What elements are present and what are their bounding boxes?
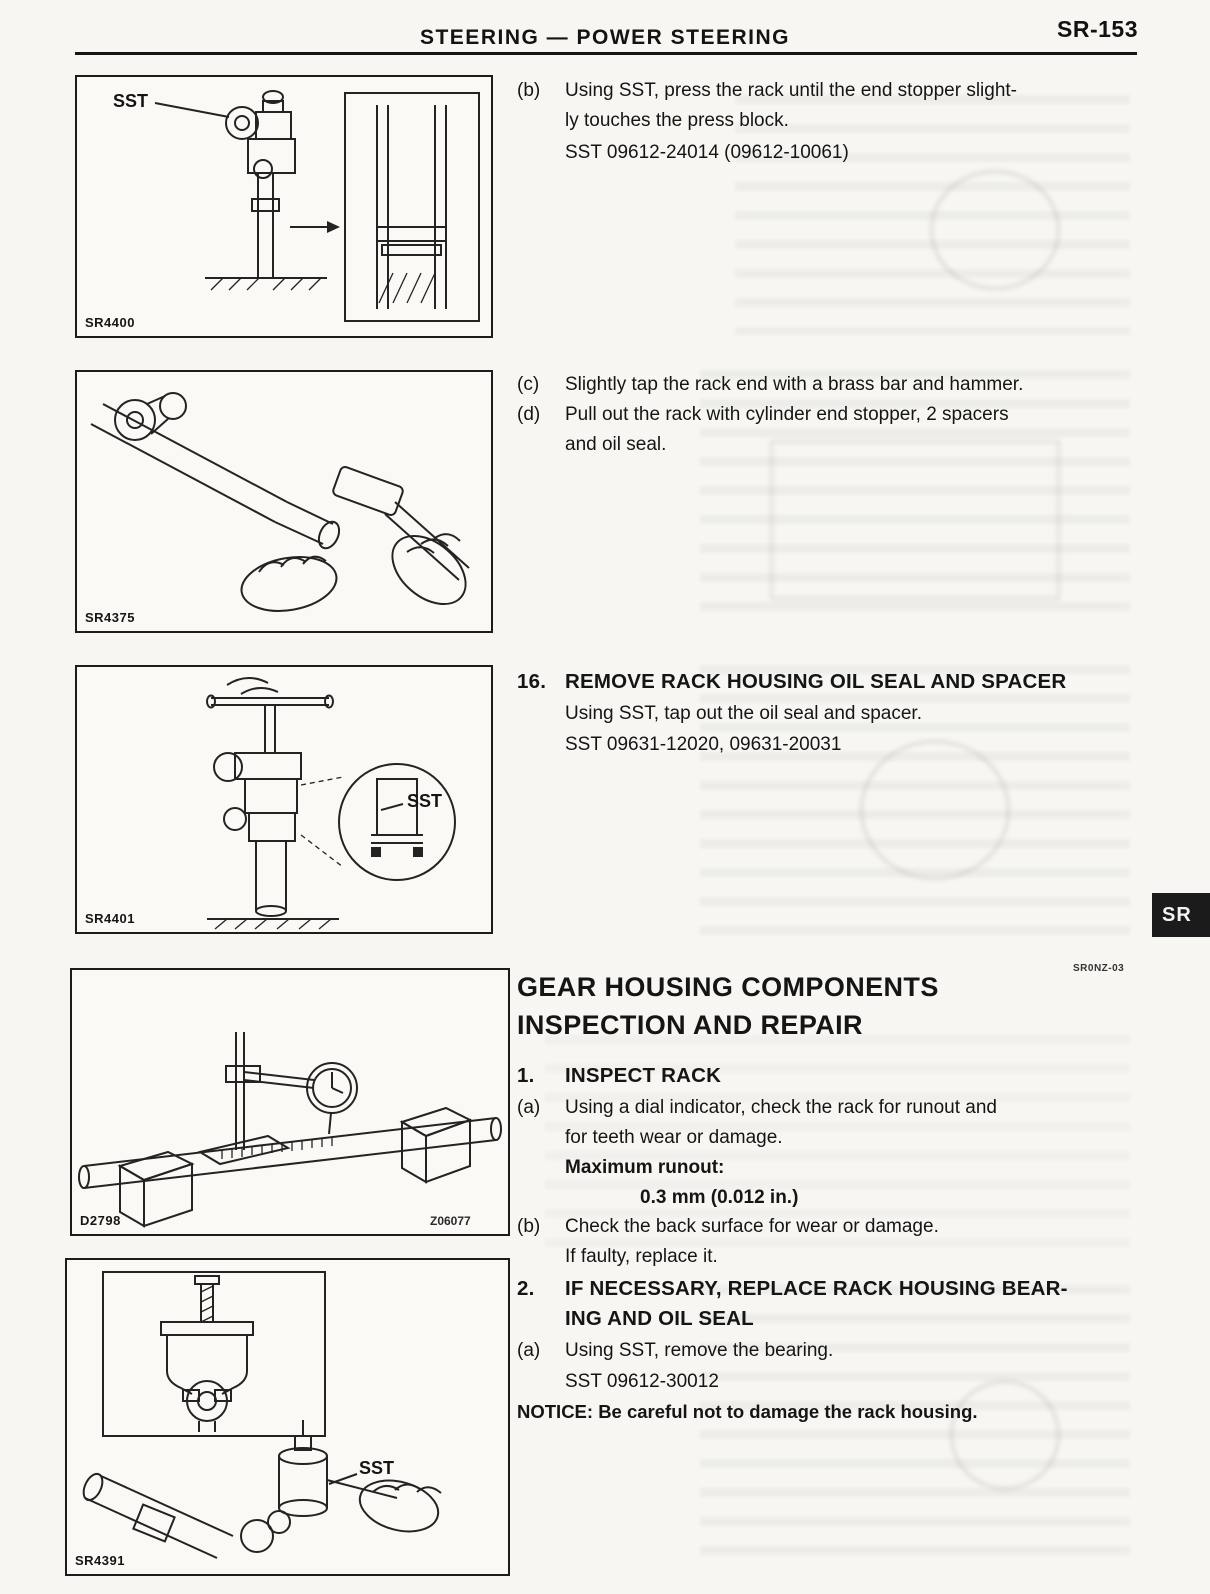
sst-callout: SST: [407, 791, 443, 811]
bleed-through-artifact: [735, 95, 1130, 335]
header-rule: [75, 52, 1137, 55]
step-marker: (d): [517, 404, 541, 425]
sst-spec-line: SST 09631-12020, 09631-20031: [565, 734, 842, 755]
sst-callout: SST: [113, 91, 149, 111]
rack-press-illustration: [77, 77, 491, 336]
step-marker: (b): [517, 1216, 541, 1237]
figure-code: SR4401: [85, 911, 135, 926]
oil-seal-removal-illustration: [77, 667, 491, 932]
step-text-line: Using a dial indicator, check the rack f…: [565, 1097, 997, 1118]
page-number: SR-153: [1057, 16, 1138, 42]
step-text-line: Using SST, remove the bearing.: [565, 1340, 834, 1361]
step-text-line: Using SST, tap out the oil seal and spac…: [565, 703, 922, 724]
step-text-line: If faulty, replace it.: [565, 1246, 718, 1267]
step-heading: ING AND OIL SEAL: [565, 1307, 754, 1330]
step-number: 1.: [517, 1064, 535, 1087]
sst-spec-line: SST 09612-30012: [565, 1371, 719, 1392]
step-number: 16.: [517, 670, 547, 693]
step-marker: (c): [517, 374, 540, 395]
page-header-title: STEERING — POWER STEERING: [419, 26, 791, 49]
step-marker: (b): [517, 80, 541, 101]
step-heading: REMOVE RACK HOUSING OIL SEAL AND SPACER: [565, 670, 1067, 693]
section-title-line: GEAR HOUSING COMPONENTS: [517, 972, 939, 1002]
figure-oil-seal-removal: SST SR4401: [75, 665, 493, 934]
bleed-through-artifact: [950, 1380, 1060, 1490]
figure-code: D2798: [80, 1213, 121, 1228]
sst-callout: SST: [359, 1458, 395, 1478]
figure-bearing-removal: SST SR4391: [65, 1258, 510, 1576]
figure-rack-runout-check: D2798 Z06077: [70, 968, 510, 1236]
figure-code: SR4375: [85, 610, 135, 625]
figure-code: SR4391: [75, 1553, 125, 1568]
step-text-line: and oil seal.: [565, 434, 667, 455]
notice-text: NOTICE: Be careful not to damage the rac…: [517, 1401, 978, 1422]
figure-rack-press: SST SR4400: [75, 75, 493, 338]
figure-code-secondary: Z06077: [430, 1214, 471, 1228]
figure-code: SR4400: [85, 315, 135, 330]
sst-spec-line: SST 09612-24014 (09612-10061): [565, 142, 849, 163]
bleed-through-artifact: [860, 740, 1010, 880]
step-number: 2.: [517, 1277, 535, 1300]
step-text-line: Check the back surface for wear or damag…: [565, 1216, 939, 1237]
figure-tap-rack-end: SR4375: [75, 370, 493, 633]
step-marker: (a): [517, 1340, 541, 1361]
bleed-through-artifact: [930, 170, 1060, 290]
section-index-tab-label: SR: [1162, 903, 1192, 926]
step-heading: INSPECT RACK: [565, 1064, 722, 1087]
step-text-line: Pull out the rack with cylinder end stop…: [565, 404, 1009, 425]
step-text-line: ly touches the press block.: [565, 110, 789, 131]
section-title-line: INSPECTION AND REPAIR: [517, 1010, 863, 1040]
section-index-tab: SR: [1152, 893, 1210, 937]
spec-label: Maximum runout:: [565, 1157, 725, 1178]
bearing-removal-illustration: [67, 1260, 508, 1574]
spec-value: 0.3 mm (0.012 in.): [640, 1187, 799, 1208]
revision-code: SR0NZ-03: [1073, 963, 1125, 974]
bleed-through-artifact: [770, 440, 1060, 600]
step-text-line: Using SST, press the rack until the end …: [565, 80, 1018, 101]
step-heading: IF NECESSARY, REPLACE RACK HOUSING BEAR-: [565, 1277, 1068, 1300]
rack-runout-illustration: [72, 970, 508, 1234]
tap-rack-end-illustration: [77, 372, 491, 631]
step-marker: (a): [517, 1097, 541, 1118]
step-text-line: Slightly tap the rack end with a brass b…: [565, 374, 1024, 395]
step-text-line: for teeth wear or damage.: [565, 1127, 783, 1148]
